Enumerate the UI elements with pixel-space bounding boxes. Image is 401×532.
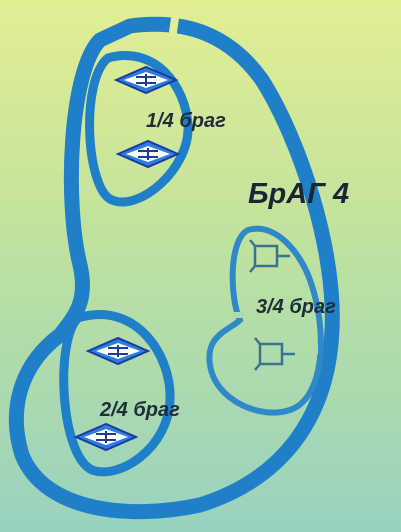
quarter-2-label: 2/4 браг [100, 399, 180, 421]
branch-symbol-1 [249, 239, 290, 273]
inner-loop-upper [85, 51, 193, 207]
branch-symbol-2 [254, 337, 295, 371]
right-loop-gap-1 [234, 312, 244, 318]
diamond-symbol-upper-1 [113, 65, 179, 95]
diagram-title: БрАГ 4 [248, 178, 350, 210]
right-loop-gap-2 [312, 344, 318, 354]
outer-track [8, 16, 340, 520]
outer-track-gap [168, 13, 180, 37]
diamond-symbol-lower-2 [73, 422, 139, 452]
diamond-symbol-upper-2 [115, 139, 181, 169]
quarter-3-label: 3/4 браг [256, 296, 336, 318]
inner-loop-lower [59, 310, 175, 477]
inner-loop-right [206, 225, 324, 416]
diamond-symbol-lower-1 [85, 336, 151, 366]
quarter-1-label: 1/4 браг [146, 110, 226, 132]
